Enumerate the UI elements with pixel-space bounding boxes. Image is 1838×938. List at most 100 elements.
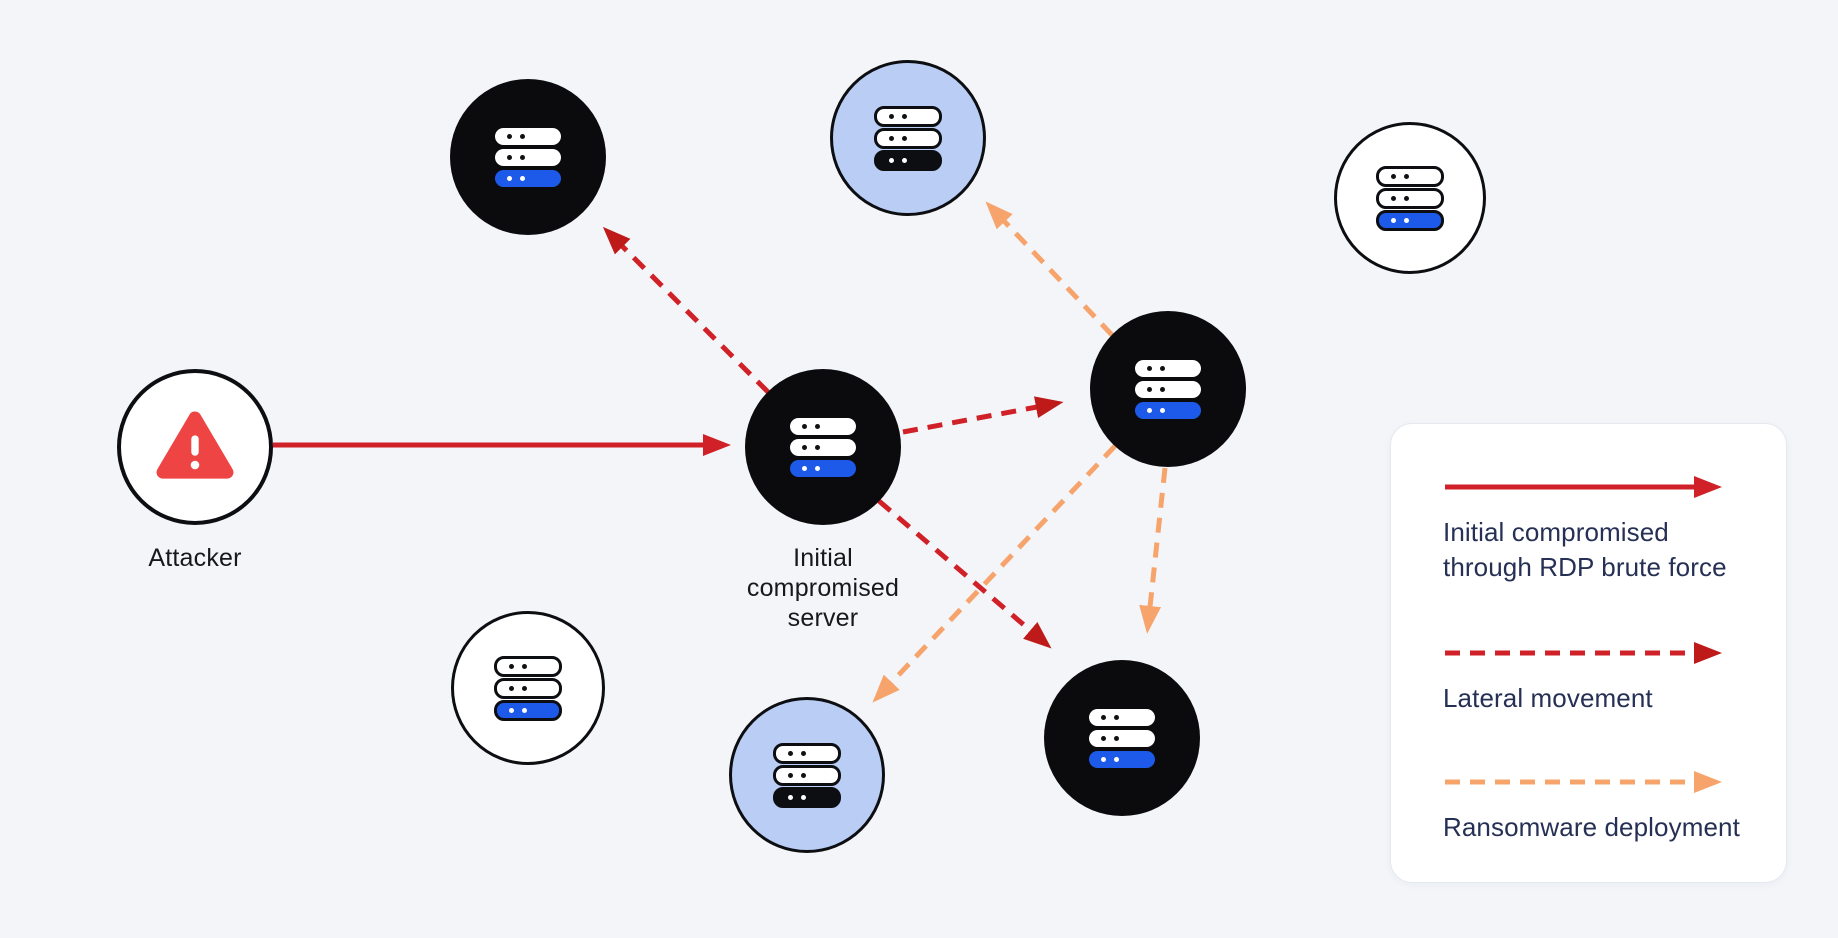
server-led-dot <box>1101 756 1106 762</box>
server-led-dot <box>889 157 894 163</box>
legend-label-lateral-movement: Lateral movement <box>1443 683 1653 713</box>
server-icon <box>494 655 562 721</box>
server-icon <box>1089 708 1155 768</box>
server-led-dot <box>520 133 525 139</box>
legend-label-ransomware-deployment: Ransomware deployment <box>1443 812 1740 842</box>
server-rack-row <box>495 169 561 187</box>
server-led-dot <box>522 707 527 713</box>
server-led-dot <box>1101 735 1106 741</box>
server-led-dot <box>902 113 907 119</box>
node-initial-compromised-server: Initial compromised server <box>745 369 901 632</box>
server-rack-row <box>773 764 841 786</box>
legend-item-lateral-movement: Lateral movement <box>1443 640 1727 716</box>
server-led-dot <box>788 750 793 756</box>
server-led-dot <box>802 444 807 450</box>
server-led-dot <box>1391 217 1396 223</box>
server-led-dot <box>802 465 807 471</box>
server-led-dot <box>815 423 820 429</box>
server-led-dot <box>520 175 525 181</box>
server-circle <box>1334 122 1486 274</box>
node-attacker: Attacker <box>117 369 273 572</box>
node-label-initial-compromised-server: Initial compromised server <box>746 544 900 632</box>
server-rack-row <box>790 417 856 435</box>
server-rack-row <box>874 149 942 171</box>
server-circle <box>745 369 901 525</box>
server-rack-row <box>874 105 942 127</box>
server-circle <box>450 79 606 235</box>
server-rack-row <box>790 459 856 477</box>
server-led-dot <box>1114 735 1119 741</box>
server-rack-row <box>1135 359 1201 377</box>
server-rack-row <box>1376 187 1444 209</box>
node-server-top-blue <box>830 60 986 216</box>
server-led-dot <box>507 133 512 139</box>
server-led-dot <box>1101 714 1106 720</box>
solid-red-arrow-icon <box>1445 476 1722 498</box>
server-led-dot <box>1160 386 1165 392</box>
server-led-dot <box>509 685 514 691</box>
server-rack-row <box>1089 729 1155 747</box>
server-led-dot <box>507 154 512 160</box>
server-rack-row <box>773 742 841 764</box>
edge-right-to-bottom-blue <box>872 444 1117 703</box>
server-rack-row <box>494 655 562 677</box>
server-led-dot <box>815 444 820 450</box>
server-rack-row <box>874 127 942 149</box>
server-circle <box>729 697 885 853</box>
server-led-dot <box>1160 365 1165 371</box>
legend-label-initial-compromise: Initial compromised through RDP brute fo… <box>1443 517 1727 582</box>
server-led-dot <box>522 685 527 691</box>
warning-triangle-icon <box>156 411 234 479</box>
server-rack-row <box>1135 401 1201 419</box>
server-led-dot <box>815 465 820 471</box>
server-icon <box>1376 165 1444 231</box>
server-led-dot <box>1160 407 1165 413</box>
server-led-dot <box>509 663 514 669</box>
server-led-dot <box>1404 195 1409 201</box>
server-led-dot <box>889 113 894 119</box>
server-led-dot <box>801 794 806 800</box>
server-led-dot <box>1114 714 1119 720</box>
server-rack-row <box>1135 380 1201 398</box>
server-rack-row <box>773 786 841 808</box>
server-led-dot <box>902 135 907 141</box>
server-led-dot <box>1391 195 1396 201</box>
server-rack-row <box>1376 209 1444 231</box>
server-rack-row <box>790 438 856 456</box>
node-label-attacker: Attacker <box>148 544 242 572</box>
server-rack-row <box>1089 750 1155 768</box>
node-server-bottom <box>1044 660 1200 816</box>
dashed-orange-arrow-icon <box>1445 771 1722 793</box>
server-led-dot <box>1404 173 1409 179</box>
dashed-red-arrow-icon <box>1445 642 1722 664</box>
server-circle <box>1090 311 1246 467</box>
server-rack-row <box>1089 708 1155 726</box>
server-icon <box>495 127 561 187</box>
server-icon <box>790 417 856 477</box>
node-server-bottom-blue <box>729 697 885 853</box>
server-rack-row <box>495 127 561 145</box>
server-rack-row <box>494 699 562 721</box>
node-server-top-right <box>1334 122 1486 274</box>
server-led-dot <box>1147 386 1152 392</box>
server-led-dot <box>801 772 806 778</box>
server-led-dot <box>788 794 793 800</box>
server-led-dot <box>522 663 527 669</box>
server-led-dot <box>802 423 807 429</box>
server-led-dot <box>507 175 512 181</box>
server-led-dot <box>509 707 514 713</box>
server-led-dot <box>801 750 806 756</box>
edge-initial-to-right <box>902 396 1064 435</box>
server-circle <box>830 60 986 216</box>
edge-right-to-bottom <box>1139 467 1168 634</box>
server-rack-row <box>495 148 561 166</box>
node-server-bottom-left <box>451 611 605 765</box>
server-circle <box>451 611 605 765</box>
edge-initial-to-bottom <box>877 499 1052 649</box>
legend: Initial compromised through RDP brute fo… <box>1390 423 1787 883</box>
server-led-dot <box>1114 756 1119 762</box>
server-icon <box>874 105 942 171</box>
server-rack-row <box>494 677 562 699</box>
node-server-right <box>1090 311 1246 467</box>
